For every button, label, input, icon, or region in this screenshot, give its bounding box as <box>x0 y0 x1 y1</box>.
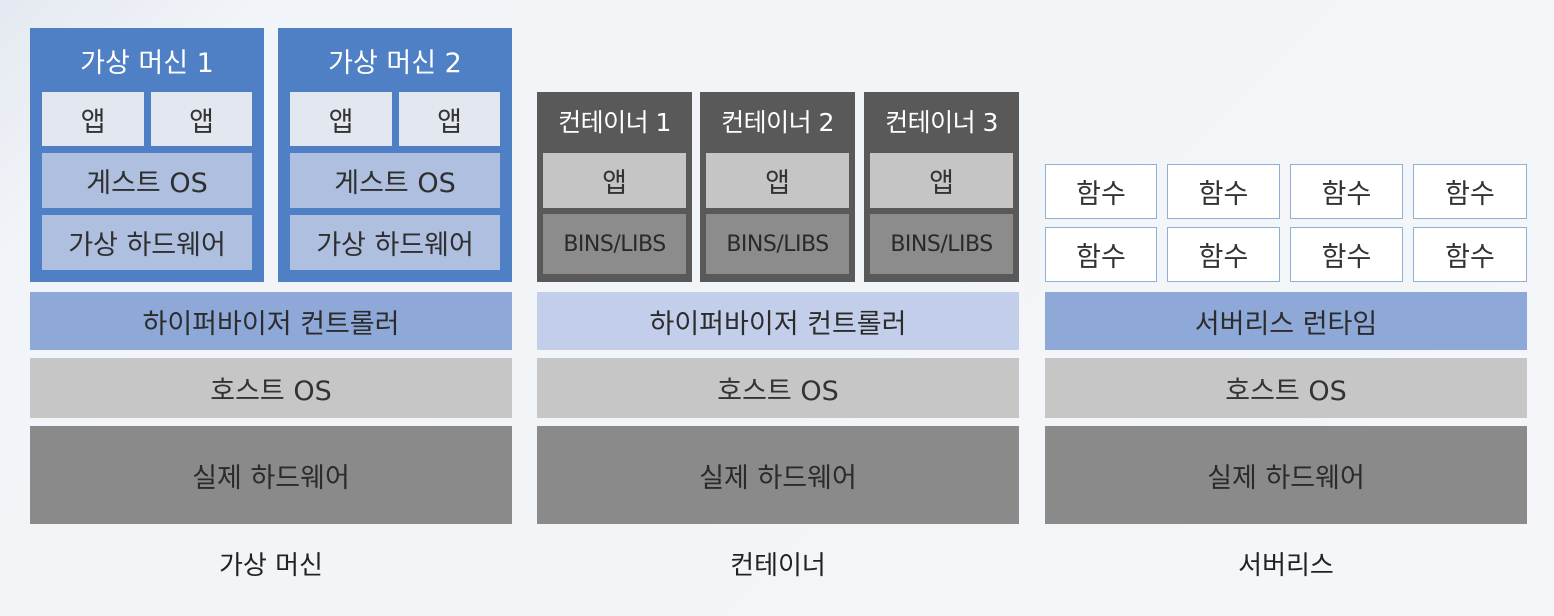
container-caption: 컨테이너 <box>730 550 826 581</box>
container-1-app: 앱 <box>543 153 686 208</box>
vm-hardware-layer: 실제 하드웨어 <box>30 426 512 524</box>
vm1-app-2: 앱 <box>151 92 252 146</box>
container-1-title: 컨테이너 1 <box>558 108 671 137</box>
serverless-host-os-layer: 호스트 OS <box>1045 358 1527 418</box>
vm2-virtual-hardware: 가상 하드웨어 <box>290 215 500 270</box>
vm-hypervisor-layer: 하이퍼바이저 컨트롤러 <box>30 292 512 350</box>
function-box-8: 함수 <box>1413 227 1527 282</box>
vm2-app-1: 앱 <box>290 92 392 146</box>
container-controller-layer: 하이퍼바이저 컨트롤러 <box>537 292 1019 350</box>
serverless-runtime-layer: 서버리스 런타임 <box>1045 292 1527 350</box>
serverless-hardware-layer: 실제 하드웨어 <box>1045 426 1527 524</box>
function-box-6: 함수 <box>1167 227 1280 282</box>
function-box-3: 함수 <box>1290 164 1403 219</box>
serverless-caption: 서버리스 <box>1238 550 1334 581</box>
container-2-app: 앱 <box>706 153 849 208</box>
vm1-app-1: 앱 <box>42 92 144 146</box>
container-2-title: 컨테이너 2 <box>721 108 834 137</box>
container-3-title: 컨테이너 3 <box>885 108 998 137</box>
virtual-machine-2-title: 가상 머신 2 <box>328 47 462 79</box>
container-2-bins-libs: BINS/LIBS <box>706 214 849 274</box>
function-box-4: 함수 <box>1413 164 1527 219</box>
vm2-guest-os: 게스트 OS <box>290 153 500 208</box>
vm2-app-2: 앱 <box>399 92 500 146</box>
vm-caption: 가상 머신 <box>219 550 323 581</box>
virtual-machine-1-title: 가상 머신 1 <box>80 47 214 79</box>
container-3-app: 앱 <box>870 153 1013 208</box>
vm-host-os-layer: 호스트 OS <box>30 358 512 418</box>
vm1-virtual-hardware: 가상 하드웨어 <box>42 215 252 270</box>
vm1-guest-os: 게스트 OS <box>42 153 252 208</box>
container-3-bins-libs: BINS/LIBS <box>870 214 1013 274</box>
container-1-bins-libs: BINS/LIBS <box>543 214 686 274</box>
function-box-5: 함수 <box>1045 227 1157 282</box>
function-box-2: 함수 <box>1167 164 1280 219</box>
container-hardware-layer: 실제 하드웨어 <box>537 426 1019 524</box>
function-box-7: 함수 <box>1290 227 1403 282</box>
container-host-os-layer: 호스트 OS <box>537 358 1019 418</box>
function-box-1: 함수 <box>1045 164 1157 219</box>
